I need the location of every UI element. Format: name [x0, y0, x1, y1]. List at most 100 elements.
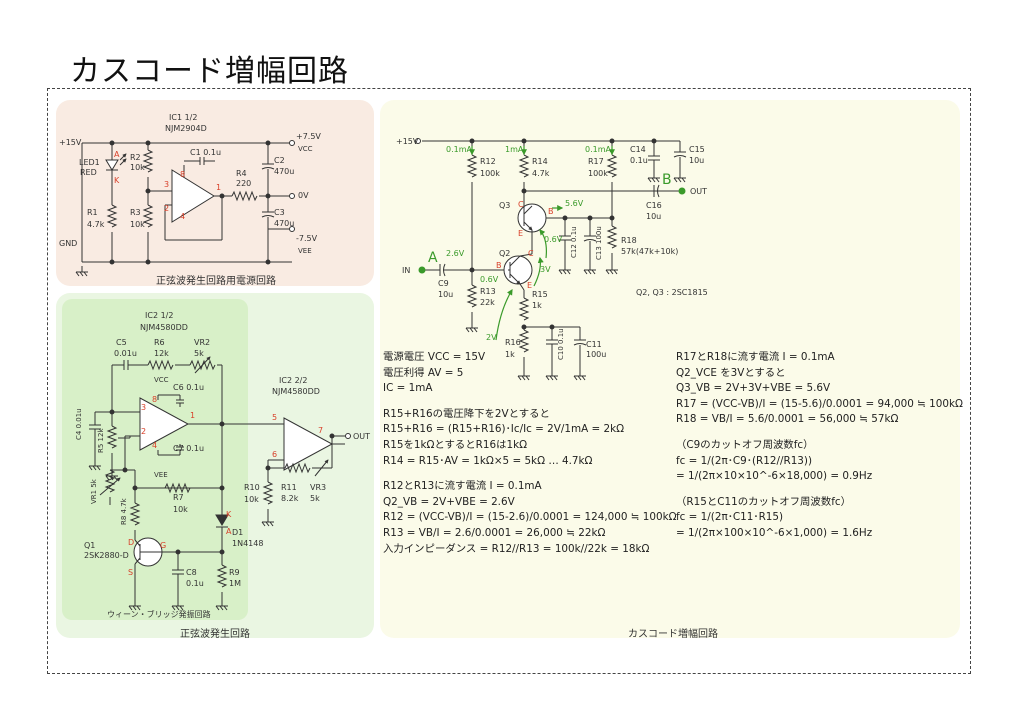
pin1: 1 [190, 411, 195, 420]
calc-line: R15+R16の電圧降下を2Vとすると [383, 407, 550, 420]
pin2: 2 [164, 204, 169, 213]
calc-line: R12 = (VCC-VB)/I = (15-2.6)/0.0001 = 124… [383, 511, 677, 524]
c13-label: C13 100u [595, 226, 603, 260]
ic2b-name: IC2 2/2 [279, 376, 307, 385]
q3-label: Q3 [499, 201, 510, 210]
calc-line: fc = 1/(2π･C11･R15) [676, 511, 784, 524]
vr2-label: VR2 [194, 338, 210, 347]
calc-gap [383, 397, 677, 407]
node-a-label: A [428, 250, 438, 266]
oscillator-caption: 正弦波発生回路 [180, 629, 250, 640]
r6-value: 12k [154, 349, 169, 358]
pin6: 6 [272, 450, 277, 459]
v0-label: 0V [298, 191, 309, 200]
calc-line: = 1/(2π×100×10^-6×1,000) = 1.6Hz [676, 526, 873, 539]
q2-label: Q2 [499, 249, 510, 258]
pin8: 8 [152, 395, 157, 404]
calc-left: 電源電圧 VCC = 15V 電圧利得 AV = 5 IC = 1mA R15+… [383, 350, 677, 557]
calc-gap [676, 428, 963, 438]
power-caption: 正弦波発生回路用電源回路 [156, 276, 276, 287]
calc-line: R13 = VB/I = 2.6/0.0001 = 26,000 ≒ 22kΩ [383, 526, 606, 539]
r2-label: R2 [130, 153, 141, 162]
calc-line: = 1/(2π×10×10^-6×18,000) = 0.9Hz [676, 470, 873, 483]
dashed-border [47, 88, 971, 674]
gnd-label: GND [59, 239, 77, 248]
red-label: RED [80, 168, 97, 177]
r15-label: R15 [532, 290, 548, 299]
c14-value: 0.1u [630, 156, 648, 165]
led-k-pin: K [114, 176, 120, 185]
power-supply-schematic [75, 140, 295, 277]
r14-value: 4.7k [532, 169, 550, 178]
q3-c-pin: C [518, 200, 524, 209]
d1-a-pin: A [226, 527, 232, 536]
v15-label: +15V [396, 137, 419, 146]
r18-value: 57k(47k+10k) [621, 247, 678, 256]
q1-part: 2SK2880-D [84, 551, 129, 560]
q1-d-pin: D [128, 538, 134, 547]
d1-k-pin: K [226, 510, 232, 519]
ic2a-name: IC2 1/2 [145, 311, 173, 320]
r12-label: R12 [480, 157, 496, 166]
r10-label: R10 [244, 483, 260, 492]
c1-label: C1 0.1u [190, 148, 221, 157]
power-circuit-panel [56, 100, 374, 286]
i2-label: 1mA [505, 145, 524, 154]
c8-label: C8 [186, 568, 197, 577]
r1-label: R1 [87, 208, 98, 217]
r16-label: R16 [505, 338, 521, 347]
calc-line: （C9のカットオフ周波数fc） [676, 438, 814, 451]
pin8: 8 [180, 170, 185, 179]
c2-value: 470u [274, 167, 294, 176]
led1-label: LED1 [79, 158, 100, 167]
pin4: 4 [180, 212, 185, 221]
vm-label: -7.5V [296, 234, 318, 243]
calc-line: R17 = (VCC-VB)/I = (15-5.6)/0.0001 = 94,… [676, 397, 963, 410]
q2-e-pin: E [527, 281, 532, 290]
oscillator-schematic [88, 356, 351, 611]
power-supply-labels: IC1 1/2 NJM2904D +15V +7.5V VCC 0V -7.5V… [59, 113, 321, 255]
q3-b-pin: B [548, 207, 554, 216]
c12-label: C12 0.1u [570, 226, 578, 258]
c4-label: C4 0.01u [75, 408, 83, 440]
ic2a-part: NJM4580DD [140, 323, 188, 332]
c5-label: C5 [116, 338, 127, 347]
v56-label: 5.6V [565, 199, 584, 208]
c16-label: C16 [646, 201, 662, 210]
r9-value: 1M [229, 579, 241, 588]
c3-value: 470u [274, 219, 294, 228]
calc-line: Q2_VB = 2V+VBE = 2.6V [383, 495, 515, 508]
calc-line: R15+R16 = (R15+R16)･Ic/Ic = 2V/1mA = 2kΩ [383, 423, 625, 436]
v06a-label: 0.6V [544, 235, 563, 244]
calc-line: R12とR13に流す電流 I = 0.1mA [383, 480, 542, 493]
r6-label: R6 [154, 338, 165, 347]
pin3: 3 [141, 403, 146, 412]
cascode-labels: +15V 0.1mA 1mA 0.1mA R12 100k R14 4.7k R… [396, 137, 708, 360]
r10-value: 10k [244, 495, 259, 504]
c11-label: C11 [586, 340, 602, 349]
led-a-pin: A [114, 150, 120, 159]
v15-label: +15V [59, 138, 82, 147]
r1-value: 4.7k [87, 220, 105, 229]
calc-line: Q2_VCE を3Vとすると [676, 366, 786, 379]
vcc-label: VCC [298, 145, 313, 153]
calc-line: R17とR18に流す電流 I = 0.1mA [676, 351, 835, 363]
calc-line: 電圧利得 AV = 5 [383, 366, 464, 379]
q2-b-pin: B [496, 261, 502, 270]
v2-label: 2V [486, 333, 497, 342]
vp-label: +7.5V [296, 132, 321, 141]
c11-value: 100u [586, 350, 606, 359]
c7-label: C7 0.1u [173, 444, 204, 453]
i1-label: 0.1mA [446, 145, 473, 154]
r11-value: 8.2k [281, 494, 299, 503]
calc-line: R15を1kΩとするとR16は1kΩ [383, 438, 528, 451]
r2-value: 10k [130, 163, 145, 172]
c16-value: 10u [646, 212, 661, 221]
r13-value: 22k [480, 298, 495, 307]
osc-out-label: OUT [353, 432, 370, 441]
calc-line: （R15とC11のカットオフ周波数fc） [676, 495, 851, 508]
calc-line: Q3_VB = 2V+3V+VBE = 5.6V [676, 382, 831, 395]
r17-value: 100k [588, 169, 608, 178]
pin7: 7 [318, 426, 323, 435]
c14-label: C14 [630, 145, 646, 154]
